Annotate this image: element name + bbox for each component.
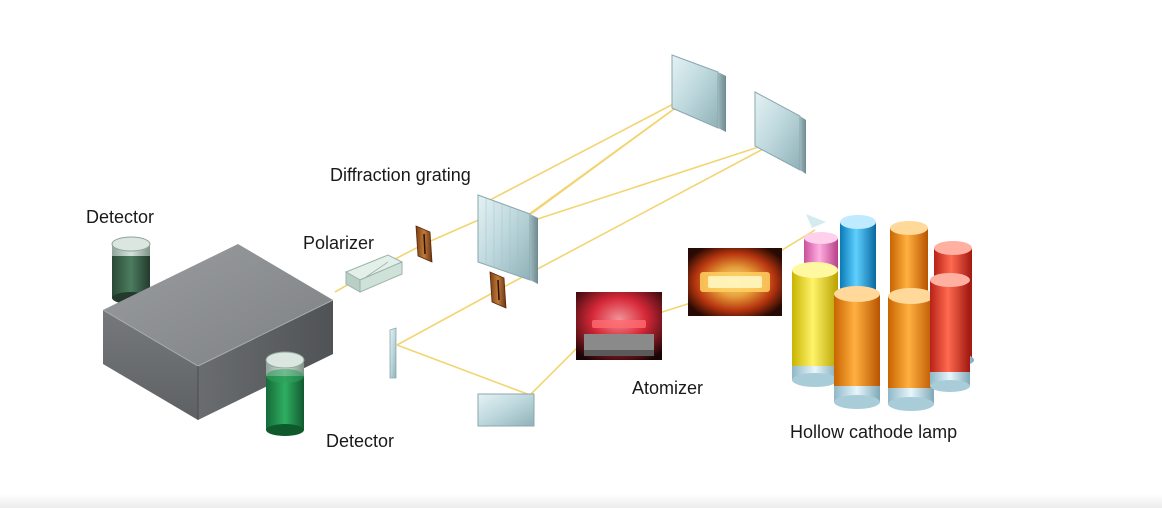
light-beams	[127, 89, 816, 396]
mirror-top	[671, 54, 726, 132]
detector-top	[111, 236, 151, 304]
lamp-emitter-glint	[806, 214, 826, 228]
label-atomizer: Atomizer	[632, 378, 704, 398]
label-diffraction-grating: Diffraction grating	[330, 165, 471, 185]
filter-upper	[415, 225, 433, 263]
polarizer	[344, 254, 404, 293]
mirror-right	[754, 91, 806, 174]
mirror-bottom	[477, 393, 535, 427]
atomizer-furnace-image	[688, 248, 782, 316]
beam-lower-mirror-to-filter	[396, 289, 499, 346]
beam-grating-to-mirror-top-b	[519, 89, 701, 223]
label-polarizer: Polarizer	[303, 233, 375, 253]
filter-lower	[489, 271, 507, 309]
label-detector-bottom: Detector	[326, 431, 395, 451]
hollow-cathode-lamps	[792, 214, 974, 411]
label-hollow-cathode-lamp: Hollow cathode lamp	[790, 422, 958, 442]
lamp-orange-front-right	[888, 288, 934, 411]
lamp-red-front	[930, 273, 970, 392]
diffraction-grating	[477, 194, 538, 284]
beam-mirror-top-to-grating	[489, 89, 701, 201]
beam-mirror-to-lower-mirror	[396, 344, 531, 396]
mirror-lower-left	[389, 327, 397, 379]
label-detector-top: Detector	[86, 207, 155, 227]
lamp-yellow	[792, 262, 838, 387]
beam-filter-to-mirror-right	[497, 139, 781, 291]
bottom-edge-bar	[0, 494, 1162, 508]
atomizer-flame-image	[576, 292, 662, 360]
beam-mirror-right-to-grating	[509, 139, 781, 229]
lamp-orange-front-left	[834, 286, 880, 409]
detector-bottom	[265, 351, 305, 436]
